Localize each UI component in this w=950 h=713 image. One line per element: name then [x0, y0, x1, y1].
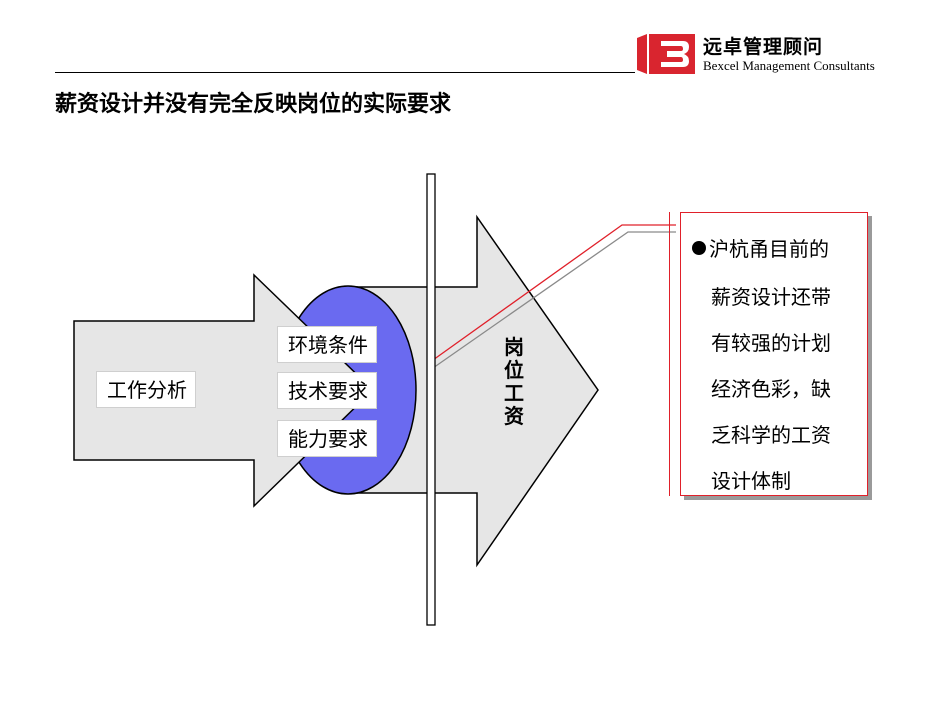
factor-skill-label: 技术要求	[277, 372, 377, 409]
logo-chinese-name: 远卓管理顾问	[703, 36, 824, 58]
bullet-icon	[692, 241, 706, 255]
job-analysis-label: 工作分析	[96, 371, 196, 408]
vertical-divider-bar	[426, 173, 436, 626]
callout-line: 沪杭甬目前的	[709, 237, 829, 261]
bexcel-logo-icon	[637, 34, 695, 74]
callout-box	[680, 212, 868, 496]
callout-line: 设计体制	[711, 469, 791, 493]
logo-english-name: Bexcel Management Consultants	[703, 58, 875, 73]
company-logo: 远卓管理顾问 Bexcel Management Consultants	[637, 30, 927, 80]
position-salary-char: 资	[504, 404, 524, 428]
position-salary-label: 岗 位 工 资	[501, 336, 527, 428]
callout-left-bar	[669, 212, 670, 496]
callout-line: 经济色彩，缺	[711, 377, 831, 401]
connector-line-red	[432, 224, 676, 361]
page-title: 薪资设计并没有完全反映岗位的实际要求	[55, 92, 452, 117]
factor-ability-label: 能力要求	[277, 420, 377, 457]
callout-line: 薪资设计还带	[711, 285, 831, 309]
position-salary-char: 位	[504, 358, 524, 382]
header-rule	[55, 72, 635, 73]
callout-line: 乏科学的工资	[711, 423, 831, 447]
factor-environment-label: 环境条件	[277, 326, 377, 363]
position-salary-char: 岗	[504, 335, 524, 359]
callout-line: 有较强的计划	[711, 331, 831, 355]
connector-line-gray	[432, 231, 676, 369]
position-salary-char: 工	[504, 381, 524, 405]
right-arrow-shape	[344, 214, 599, 568]
